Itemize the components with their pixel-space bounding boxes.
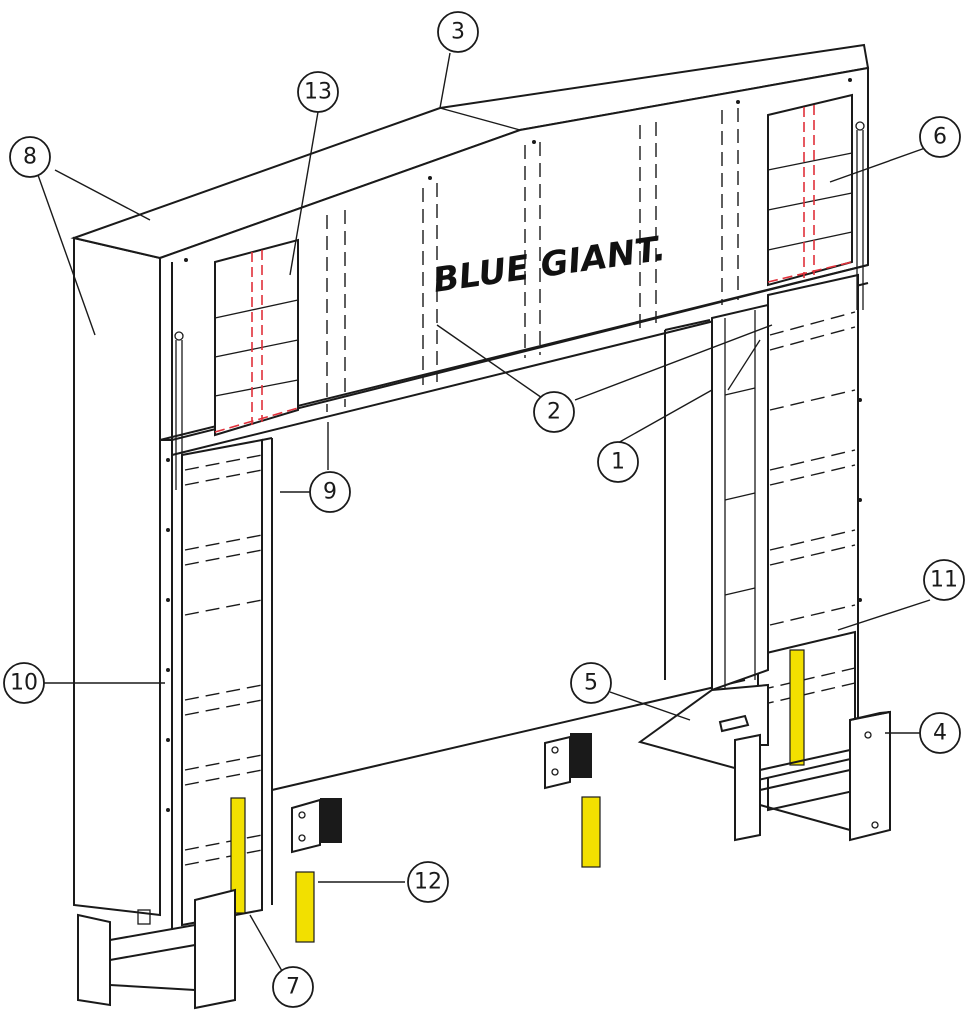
callout-10: 10	[3, 662, 45, 704]
door-opening	[271, 319, 746, 791]
callout-5-label: 5	[584, 671, 598, 696]
header-panel	[159, 66, 869, 930]
warning-stripe-left	[230, 797, 246, 914]
header-window-left	[214, 238, 299, 437]
callout-12-label: 12	[414, 870, 442, 895]
right-frame-column	[711, 303, 769, 692]
callout-1: 1	[597, 441, 639, 483]
leader-lines	[37, 52, 931, 986]
callout-2-label: 2	[547, 400, 561, 425]
callout-7: 7	[272, 966, 314, 1008]
callout-2: 2	[533, 391, 575, 433]
callout-13-label: 13	[304, 80, 332, 105]
callout-10-label: 10	[10, 671, 38, 696]
callout-8-label: 8	[23, 145, 37, 170]
callout-9: 9	[309, 471, 351, 513]
fastener-dots	[166, 78, 862, 812]
left-side-wall	[73, 236, 173, 917]
right-lower-panel	[757, 630, 856, 782]
callout-5: 5	[570, 662, 612, 704]
right-base-frame	[734, 710, 891, 842]
callout-3-label: 3	[451, 20, 465, 45]
bumper-right	[544, 733, 592, 790]
callout-7-label: 7	[286, 975, 300, 1000]
guide-pad-left	[295, 871, 315, 943]
callout-8: 8	[9, 136, 51, 178]
callout-11-label: 11	[930, 568, 958, 593]
bumper-left	[291, 798, 342, 854]
right-side-curtain	[757, 273, 859, 812]
callout-11: 11	[923, 559, 965, 601]
callout-6-label: 6	[933, 125, 947, 150]
callout-4: 4	[919, 712, 961, 754]
header-window-right	[767, 93, 853, 287]
left-pull-rope	[174, 331, 184, 490]
callout-9-label: 9	[323, 480, 337, 505]
callout-13: 13	[297, 71, 339, 113]
callout-12: 12	[407, 861, 449, 903]
warning-stripe-right	[789, 649, 805, 766]
callout-4-label: 4	[933, 721, 947, 746]
callout-1-label: 1	[611, 450, 625, 475]
callout-3: 3	[437, 11, 479, 53]
right-pull-rope	[855, 121, 865, 310]
callout-6: 6	[919, 116, 961, 158]
left-side-curtain	[181, 437, 273, 927]
left-base-frame	[77, 888, 236, 1010]
guide-pad-right	[581, 796, 601, 868]
